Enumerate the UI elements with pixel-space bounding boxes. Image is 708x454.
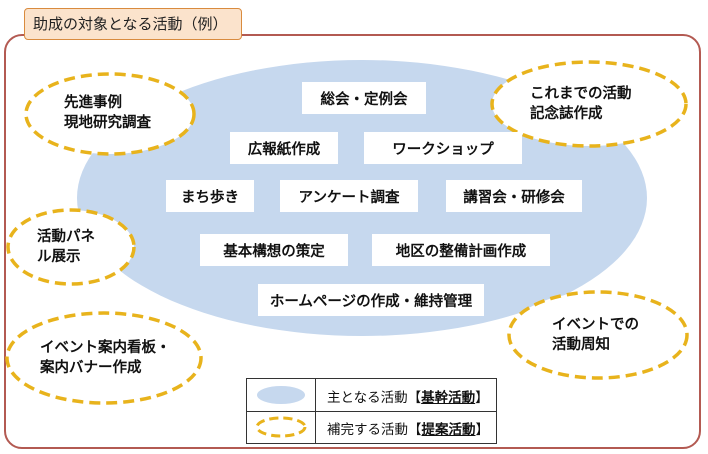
- legend-row-proposal: 補完する活動【提案活動】: [247, 411, 496, 443]
- proposal-activity-precedent-study: 先進事例 現地研究調査: [64, 95, 151, 131]
- legend-proposal-label: 補完する活動【提案活動】: [327, 422, 489, 438]
- diagram-title: 助成の対象となる活動（例）: [24, 8, 242, 40]
- core-activity-newsletter: 広報紙作成: [230, 132, 338, 164]
- proposal-activity-event-publicity: イベントでの 活動周知: [552, 317, 639, 353]
- core-activity-town-walk: まち歩き: [166, 180, 254, 212]
- proposal-cloud-precedent-study: [24, 72, 196, 156]
- core-activity-district-plan: 地区の整備計画作成: [372, 234, 550, 266]
- core-activity-general-meeting: 総会・定例会: [302, 82, 426, 114]
- core-activity-workshop: ワークショップ: [364, 132, 522, 164]
- proposal-cloud-commemorative-book: [490, 60, 688, 148]
- legend-core-label: 主となる活動【基幹活動】: [327, 390, 489, 406]
- core-activity-survey: アンケート調査: [280, 180, 418, 212]
- legend-divider: [315, 379, 316, 443]
- core-activity-basic-plan: 基本構想の策定: [200, 234, 348, 266]
- proposal-activity-event-signboard: イベント案内看板・ 案内バナー作成: [40, 340, 171, 376]
- legend: 主となる活動【基幹活動】 補完する活動【提案活動】: [246, 378, 497, 444]
- diagram-frame: [4, 34, 701, 449]
- core-activity-seminar: 講習会・研修会: [446, 180, 582, 212]
- legend-row-core: 主となる活動【基幹活動】: [247, 379, 496, 412]
- proposal-cloud-event-signboard: [5, 311, 203, 405]
- legend-core-swatch: [257, 386, 305, 404]
- core-activity-homepage: ホームページの作成・維持管理: [258, 284, 484, 316]
- proposal-activity-activity-panel: 活動パネ ル展示: [37, 229, 95, 265]
- legend-proposal-swatch: [255, 416, 307, 438]
- proposal-activity-commemorative-book: これまでの活動 記念誌作成: [530, 86, 632, 122]
- proposal-cloud-event-publicity: [507, 290, 689, 380]
- proposal-cloud-activity-panel: [6, 208, 136, 286]
